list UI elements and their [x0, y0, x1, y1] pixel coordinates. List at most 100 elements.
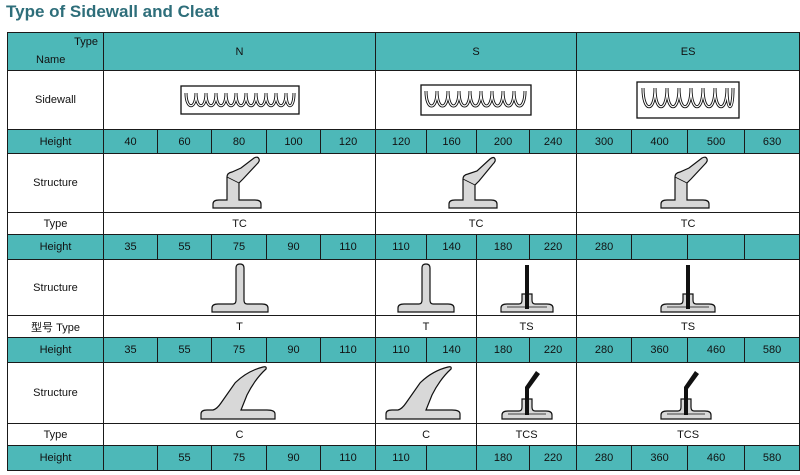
cleat-height-row: Height 35 55 75 90 110 110 140 180 220 2…: [7, 337, 800, 363]
height-cell: 500: [687, 129, 746, 154]
structure-c-n: [102, 362, 377, 424]
type-label: Type: [7, 423, 104, 446]
sidewall-height-row: Height 40 60 80 100 120 120 160 200 240 …: [7, 129, 800, 154]
height-cell: 220: [529, 337, 578, 363]
height-cell: 75: [211, 234, 267, 260]
height-cell: 300: [576, 129, 633, 154]
height-cell: 140: [426, 234, 478, 260]
structure-ts-s: [476, 259, 578, 316]
height-cell: 110: [319, 337, 377, 363]
sidewall-n: [102, 70, 377, 130]
height-cell: 120: [319, 129, 377, 154]
sidewall-wave-s: [420, 84, 532, 116]
empty-cell: [103, 445, 158, 471]
sidewall-row: Sidewall: [7, 70, 800, 130]
type-row-t: 型号 Type T T TS TS: [7, 315, 800, 338]
height-cell: 460: [687, 337, 746, 363]
height-cell: 630: [744, 129, 800, 154]
corner-cell: Type Name: [7, 32, 104, 71]
height-cell: 460: [687, 445, 746, 471]
structure-tc-es: [576, 153, 800, 213]
height-cell: 220: [529, 445, 578, 471]
c-cleat-icon: [385, 366, 461, 420]
structure-row-c: Structure: [7, 362, 800, 424]
cleat-height-row: Height 35 55 75 90 110 110 140 180 220 2…: [7, 234, 800, 260]
height-cell: 110: [319, 445, 377, 471]
structure-ts-es: [576, 259, 800, 316]
sidewall-es: [576, 70, 800, 130]
height-cell: 110: [375, 234, 428, 260]
height-label: Height: [7, 337, 104, 363]
structure-tc-n: [102, 153, 377, 213]
group-header-es: ES: [576, 32, 800, 71]
type-value: TCS: [576, 423, 800, 446]
tcs-cleat-icon: [500, 371, 553, 420]
cleat-height-row: Height 55 75 90 110 110 180 220 280 360 …: [7, 445, 800, 471]
height-cell: 75: [211, 445, 267, 471]
height-label: Height: [7, 129, 104, 154]
type-value: TC: [375, 212, 578, 235]
sidewall-s: [375, 70, 578, 130]
height-cell: 160: [426, 129, 478, 154]
height-cell: 200: [476, 129, 531, 154]
spec-table: Type Name N S ES Sidewall: [7, 32, 800, 471]
type-value: TCS: [476, 423, 578, 446]
t-cleat-icon: [397, 262, 455, 313]
type-value: TS: [476, 315, 578, 338]
empty-cell: [426, 445, 478, 471]
height-cell: 140: [426, 337, 478, 363]
height-cell: 60: [157, 129, 212, 154]
height-cell: 280: [576, 445, 633, 471]
height-cell: 240: [529, 129, 578, 154]
structure-label: Structure: [7, 362, 104, 424]
height-cell: 90: [266, 445, 321, 471]
structure-tc-s: [375, 153, 578, 213]
group-header-n: N: [102, 32, 377, 71]
t-cleat-icon: [210, 262, 269, 313]
empty-cell: [631, 234, 689, 260]
height-cell: 110: [319, 234, 377, 260]
page-title: Type of Sidewall and Cleat: [6, 2, 220, 21]
sidewall-wave-es: [636, 81, 740, 119]
structure-label: Structure: [7, 259, 104, 316]
height-cell: 100: [266, 129, 321, 154]
height-cell: 35: [103, 234, 158, 260]
height-cell: 580: [744, 337, 800, 363]
type-row-tc: Type TC TC TC: [7, 212, 800, 235]
height-cell: 55: [157, 445, 212, 471]
structure-label: Structure: [7, 153, 104, 213]
header-row: Type Name N S ES: [7, 32, 800, 71]
tc-cleat-icon: [448, 156, 498, 209]
height-cell: 90: [266, 337, 321, 363]
type-value: C: [102, 423, 377, 446]
height-label: Height: [7, 234, 104, 260]
sidewall-wave-n: [179, 85, 300, 115]
structure-row-t: Structure: [7, 259, 800, 316]
height-cell: 110: [375, 337, 428, 363]
type-label: 型号 Type: [7, 315, 104, 338]
type-row-c: Type C C TCS TCS: [7, 423, 800, 446]
sidewall-label: Sidewall: [7, 70, 104, 130]
empty-cell: [744, 234, 800, 260]
height-cell: 55: [157, 234, 212, 260]
structure-t-n: [102, 259, 377, 316]
group-header-s: S: [375, 32, 578, 71]
structure-c-s: [375, 362, 478, 424]
height-cell: 400: [631, 129, 689, 154]
height-cell: 90: [266, 234, 321, 260]
height-cell: 280: [576, 337, 633, 363]
structure-t-s: [375, 259, 478, 316]
c-cleat-icon: [199, 366, 276, 420]
height-cell: 180: [476, 337, 531, 363]
ts-cleat-icon: [660, 264, 716, 313]
height-cell: 220: [529, 234, 578, 260]
type-value: TS: [576, 315, 800, 338]
structure-tcs-s: [476, 362, 578, 424]
structure-row-tc: Structure: [7, 153, 800, 213]
height-cell: 80: [211, 129, 267, 154]
height-label: Height: [7, 445, 104, 471]
structure-tcs-es: [576, 362, 800, 424]
type-value: TC: [576, 212, 800, 235]
height-cell: 180: [476, 445, 531, 471]
corner-type-label: Type: [74, 36, 98, 48]
